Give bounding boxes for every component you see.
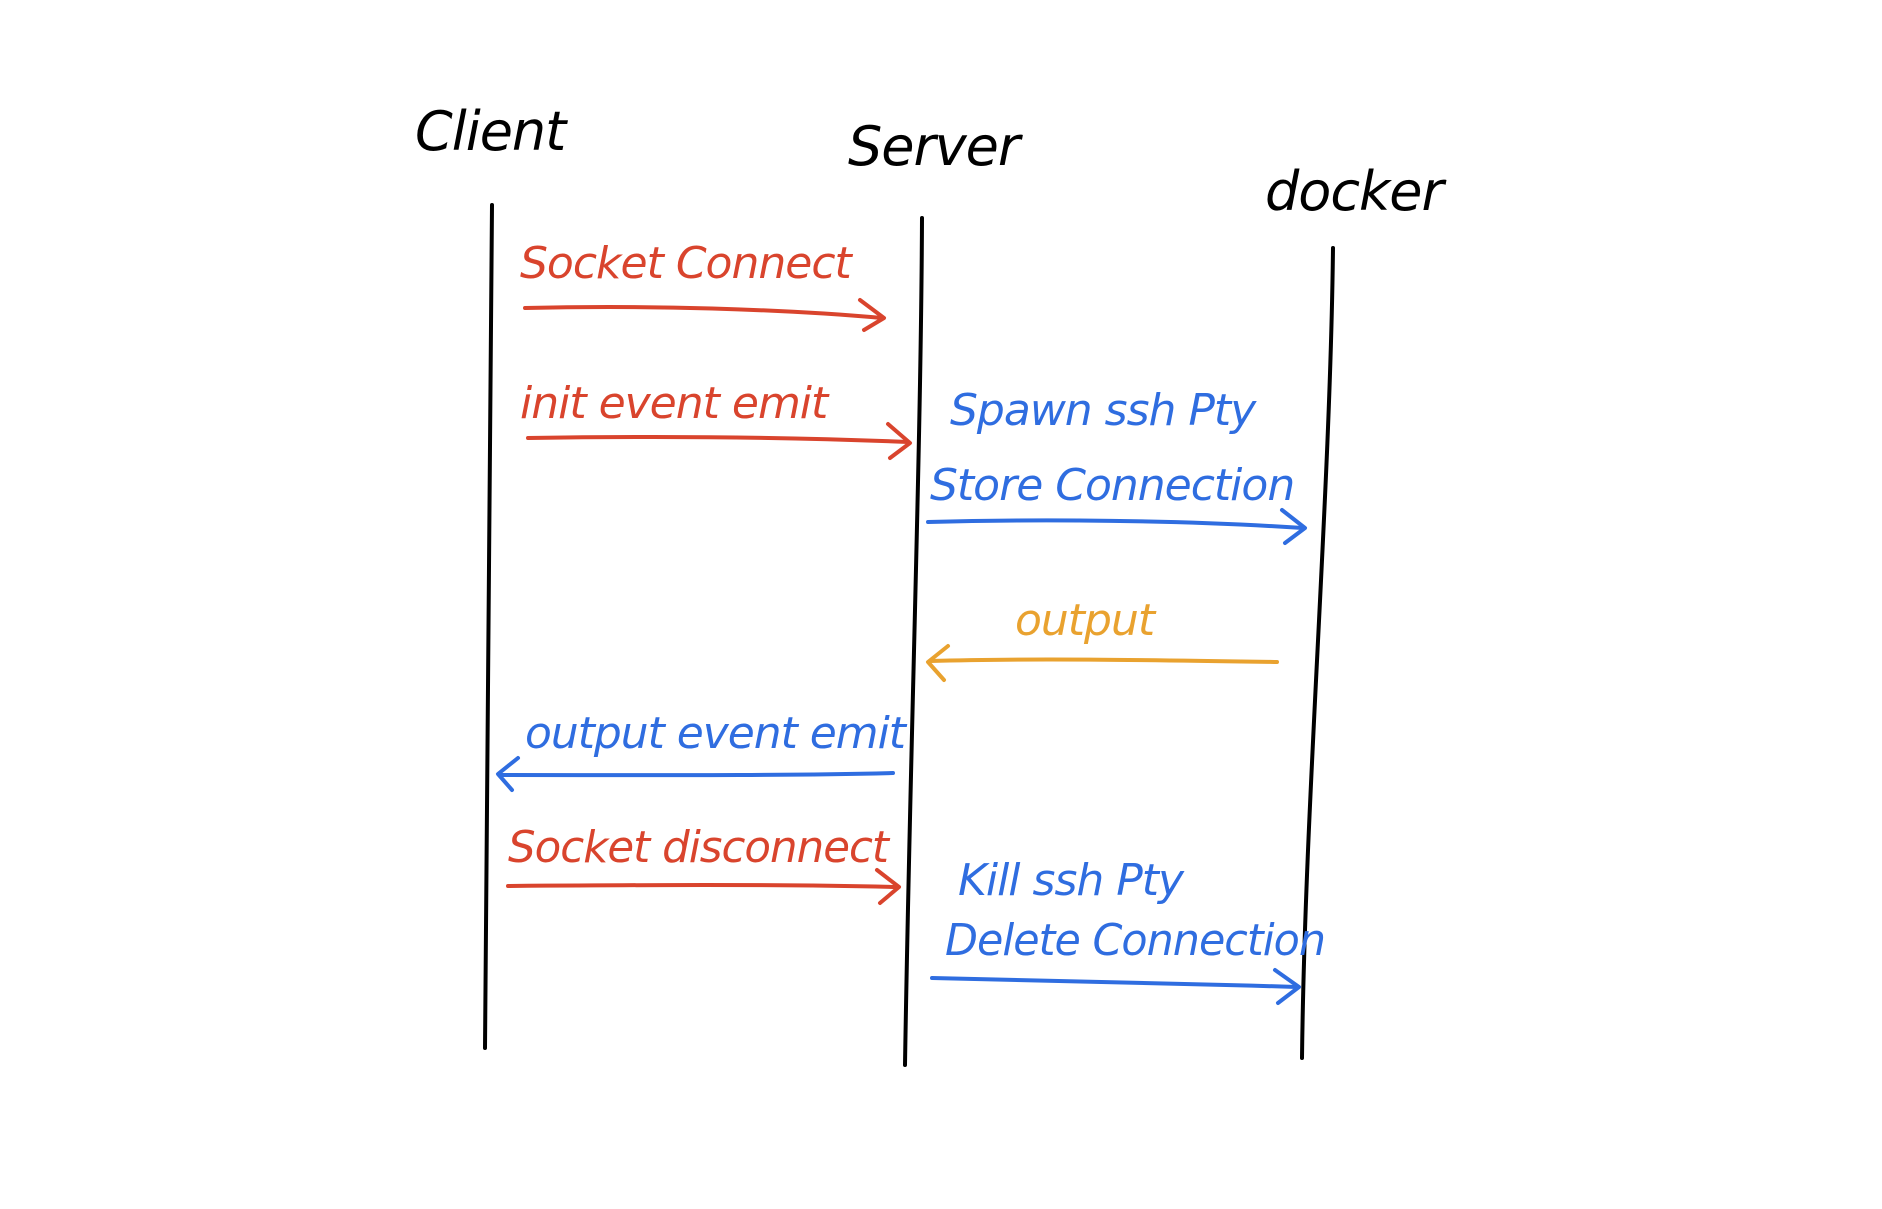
- participant-client-label: Client: [415, 100, 568, 163]
- message-label: init event emit: [520, 378, 830, 429]
- arrow-left: [496, 756, 895, 792]
- message-label: Socket disconnect: [508, 822, 891, 873]
- message-label: Kill ssh Pty: [958, 855, 1185, 906]
- participant-docker-label: docker: [1265, 160, 1446, 223]
- message-label: Delete Connection: [945, 915, 1325, 966]
- arrow-right: [523, 298, 886, 332]
- lifeline-client: [483, 203, 494, 1050]
- message-label: Spawn ssh Pty: [950, 385, 1257, 436]
- lifeline-docker: [1300, 246, 1335, 1060]
- arrow-right: [506, 868, 901, 905]
- message-label: Socket Connect: [520, 238, 854, 289]
- arrow-right: [930, 968, 1301, 1005]
- arrow-right: [926, 508, 1307, 545]
- message-label: Store Connection: [930, 460, 1294, 511]
- arrow-left: [926, 644, 1279, 682]
- message-label: output: [1015, 595, 1157, 646]
- lifeline-server: [903, 216, 924, 1067]
- arrow-right: [526, 422, 912, 460]
- participant-server-label: Server: [848, 115, 1023, 178]
- message-label: output event emit: [525, 708, 908, 759]
